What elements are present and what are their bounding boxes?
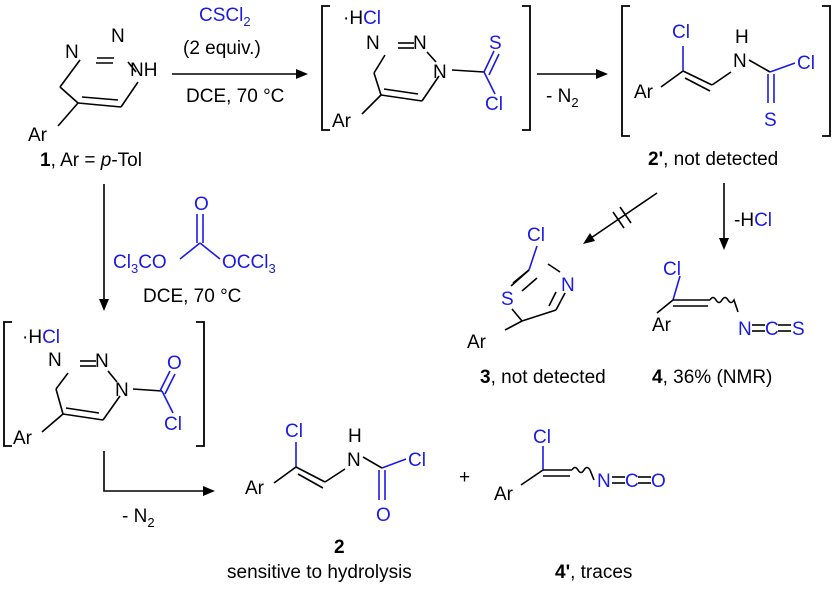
reagent-cscl2: CSCl2 <box>199 5 251 29</box>
atom-cl: Cl <box>672 22 690 43</box>
compound-1-label: 1, Ar = p-Tol <box>40 150 142 171</box>
atom-n: N <box>48 350 62 371</box>
reagent-equiv: (2 equiv.) <box>183 38 261 59</box>
compound-4-label: 4, 36% (NMR) <box>652 367 772 388</box>
bracket-left <box>321 5 330 131</box>
atom-s: S <box>764 110 777 131</box>
atom-ar: Ar <box>634 82 654 103</box>
compound-2-structure: Cl Ar H N Cl O <box>245 421 426 526</box>
compound-1-structure: N N NH Ar <box>28 26 157 146</box>
compound-3-structure: Cl S N Ar <box>467 225 575 353</box>
atom-ar: Ar <box>245 478 265 499</box>
bracket-left <box>621 5 630 137</box>
atom-o: O <box>167 353 182 374</box>
plus-sign: + <box>459 467 470 488</box>
atom-ar: Ar <box>467 332 487 353</box>
atom-n: N <box>597 471 611 492</box>
atom-o: O <box>376 505 391 526</box>
atom-s: S <box>489 33 502 54</box>
atom-cl: Cl <box>285 421 303 442</box>
conditions-triphosgene: DCE, 70 °C <box>143 286 241 307</box>
atom-nh: NH <box>130 60 157 81</box>
atom-c: C <box>625 471 639 492</box>
atom-n: N <box>738 319 752 340</box>
conditions-cscl2: DCE, 70 °C <box>186 86 284 107</box>
atom-n: N <box>413 33 427 54</box>
atom-o: O <box>194 194 209 215</box>
atom-c: C <box>765 319 779 340</box>
bracket-right <box>822 5 831 137</box>
arrow-blocked-to-thiazole <box>583 192 658 244</box>
atom-n: N <box>433 62 447 83</box>
atom-ar: Ar <box>332 111 352 132</box>
atom-n: N <box>347 450 361 471</box>
triphosgene-left: Cl3CO <box>113 252 167 276</box>
compound-2prime-label: 2', not detected <box>648 149 778 170</box>
bracket-left <box>3 321 12 447</box>
atom-ar: Ar <box>13 428 33 449</box>
triphosgene-right: OCCl3 <box>222 252 276 276</box>
hcl-dot: ·HCl <box>343 8 381 29</box>
atom-n: N <box>65 42 79 63</box>
bracket-right <box>522 5 531 131</box>
compound-3-label: 3, not detected <box>480 367 606 388</box>
atom-o: O <box>651 471 666 492</box>
hcl-dot: ·HCl <box>22 327 60 348</box>
compound-2-number: 2 <box>334 537 345 558</box>
compound-2-note: sensitive to hydrolysis <box>227 562 412 583</box>
atom-n: N <box>95 351 109 372</box>
reagent-triphosgene: O Cl3CO OCCl3 <box>113 194 276 276</box>
compound-4prime-structure: Cl Ar N C O <box>494 427 666 505</box>
bracket-right <box>196 321 205 447</box>
atom-cl: Cl <box>408 450 426 471</box>
arrow-triphosgene <box>99 184 109 311</box>
loss-n2-bottom: - N2 <box>122 506 155 530</box>
atom-n: N <box>733 51 747 72</box>
atom-h: H <box>348 426 362 447</box>
loss-hcl: -HCl <box>734 210 772 231</box>
atom-ar: Ar <box>652 315 672 336</box>
atom-cl: Cl <box>663 259 681 280</box>
atom-cl: Cl <box>527 225 545 246</box>
atom-cl: Cl <box>164 414 182 435</box>
atom-cl: Cl <box>485 94 503 115</box>
atom-ar: Ar <box>28 125 48 146</box>
intermediate-carbamoyl-triazole: ·HCl N N N O Cl Ar <box>13 327 182 449</box>
atom-s: S <box>501 289 514 310</box>
atom-cl: Cl <box>533 427 551 448</box>
atom-cl: Cl <box>797 53 815 74</box>
atom-h: H <box>735 27 749 48</box>
atom-n: N <box>366 33 380 54</box>
atom-ar: Ar <box>494 484 514 505</box>
intermediate-thiocarbamoyl-triazole: ·HCl N N N S Cl Ar <box>332 8 503 132</box>
arrow-loss-n2-bottom <box>103 451 215 496</box>
arrow-loss-hcl <box>719 183 729 250</box>
arrow-cscl2 <box>172 69 308 79</box>
compound-2prime-structure: Cl Ar H N Cl S <box>634 22 815 131</box>
arrow-loss-n2-top <box>537 69 608 79</box>
atom-s: S <box>792 319 805 340</box>
loss-n2-top: - N2 <box>546 86 579 110</box>
atom-n: N <box>561 275 575 296</box>
compound-4prime-label: 4', traces <box>555 562 632 583</box>
compound-4-structure: Cl Ar N C S <box>652 259 805 340</box>
atom-n: N <box>115 380 129 401</box>
atom-n: N <box>111 26 125 47</box>
